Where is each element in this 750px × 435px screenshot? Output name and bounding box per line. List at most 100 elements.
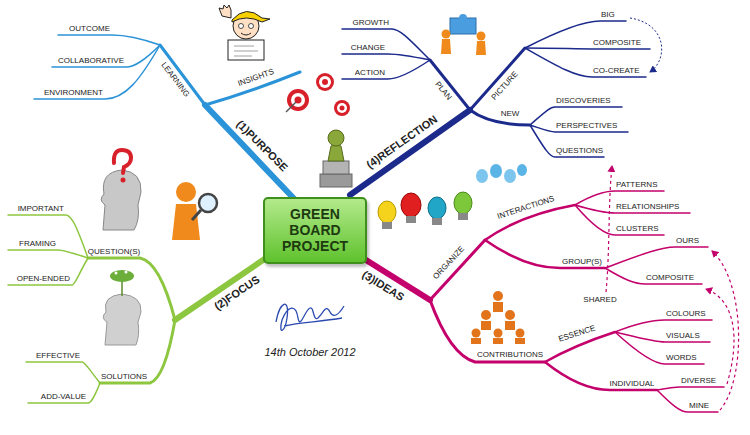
pawn-head [328, 130, 344, 146]
branch-label: PLAN [433, 80, 452, 101]
figure-body [505, 321, 515, 330]
leaves [110, 270, 134, 282]
dashed-arrow [606, 166, 612, 292]
target [340, 106, 345, 111]
flower [125, 271, 128, 274]
branch-label: CLUSTERS [616, 225, 659, 233]
puzzle-people [441, 14, 486, 55]
sub-branch [485, 240, 605, 268]
leaf-branch [8, 258, 88, 285]
leaf-branch [52, 45, 160, 67]
dashed-arrow [706, 289, 734, 384]
figure-head [472, 329, 481, 338]
bulb-base [432, 218, 442, 225]
branch-label: COMPOSITE [593, 39, 641, 47]
branch-label: SOLUTIONS [101, 373, 147, 381]
block [320, 174, 352, 187]
branch-label: PICTURE [490, 70, 519, 101]
question-head [101, 150, 141, 230]
leaf-branch [26, 362, 100, 383]
branch-label: ACTION [355, 69, 385, 77]
target [322, 79, 328, 85]
ideas-branch [350, 191, 724, 412]
branch-label: COLOURS [666, 310, 706, 318]
branch-label: FRAMING [19, 240, 56, 248]
branch-label: PATTERNS [616, 181, 657, 189]
branch-label: OUTCOME [69, 25, 110, 33]
sub-branch [470, 110, 530, 125]
sub-branch [430, 60, 470, 110]
branch-label: ORGANIZE [432, 245, 466, 281]
eye [239, 24, 244, 29]
branch-label: CO-CREATE [593, 67, 640, 75]
head [101, 170, 141, 230]
hand [219, 5, 231, 18]
figure-body [493, 302, 503, 312]
branch-label: VISUALS [666, 332, 700, 340]
branch-label: COLLABORATIVE [58, 57, 124, 65]
figure-body [471, 338, 481, 344]
cartoon-man [219, 5, 270, 60]
leaf-branch [342, 29, 430, 60]
puzzle-piece [459, 14, 467, 22]
branch-label: MINE [689, 402, 709, 410]
branch-label: ADD-VALUE [41, 393, 86, 401]
branch-label: OPEN-ENDED [17, 275, 70, 283]
figure-body [476, 41, 486, 55]
dashed-link [606, 166, 739, 410]
leaf-branch [8, 250, 88, 258]
branch-label: LEARNING [159, 61, 190, 98]
question-mark [114, 150, 131, 173]
branch-label: RELATIONSHIPS [616, 203, 679, 211]
branch-label: NEW [501, 110, 520, 118]
branch-label: EFFECTIVE [36, 352, 80, 360]
branch-label: SHARED [583, 296, 616, 304]
figure-body [481, 321, 491, 330]
branch-label: OURS [676, 237, 699, 245]
leaf-branch [605, 268, 702, 284]
main-branch-label: (2)FOCUS [212, 274, 261, 312]
leaf-branch [615, 320, 712, 332]
small-bulb [490, 164, 502, 178]
sub-branch [430, 300, 545, 362]
sub-branch [545, 362, 657, 390]
leaf-branch [58, 35, 160, 45]
target [287, 89, 309, 111]
magnifier-person [172, 182, 217, 240]
figure-head [516, 329, 525, 338]
pawn-on-blocks [320, 130, 352, 187]
branch-label: INSIGHTS [237, 68, 275, 88]
main-branch [205, 105, 300, 205]
branch-label: PERSPECTIVES [556, 122, 617, 130]
central-topic: GREEN BOARD PROJECT [263, 197, 367, 264]
figure-head [442, 30, 451, 39]
figure-head [481, 310, 491, 320]
figure-body [493, 338, 503, 344]
branch-label: ENVIRONMENT [44, 89, 103, 97]
paper [228, 40, 264, 60]
figure-body [441, 39, 451, 54]
small-bulb [517, 164, 527, 176]
leaf-branch [342, 60, 430, 79]
branch-label: CHANGE [351, 44, 385, 52]
figure-body [515, 338, 525, 344]
targets [286, 73, 350, 116]
leaf-branch [34, 45, 160, 99]
branch-label: BIG [601, 11, 615, 19]
branch-label: IMPORTANT [18, 205, 64, 213]
purpose-branch [34, 35, 300, 205]
bulb-base [406, 216, 416, 223]
bulb [401, 193, 421, 217]
branch-label: QUESTIONS [556, 147, 603, 155]
head [103, 294, 141, 345]
main-branch-label: (3)IDEAS [360, 269, 406, 303]
branch-label: CONTRIBUTIONS [477, 351, 543, 359]
target [337, 103, 347, 113]
branch-label: DISCOVERIES [556, 97, 611, 105]
figure-head [494, 329, 503, 338]
question-mark [121, 178, 126, 183]
reflection-branch [342, 21, 650, 195]
leaf-branch [525, 48, 646, 77]
